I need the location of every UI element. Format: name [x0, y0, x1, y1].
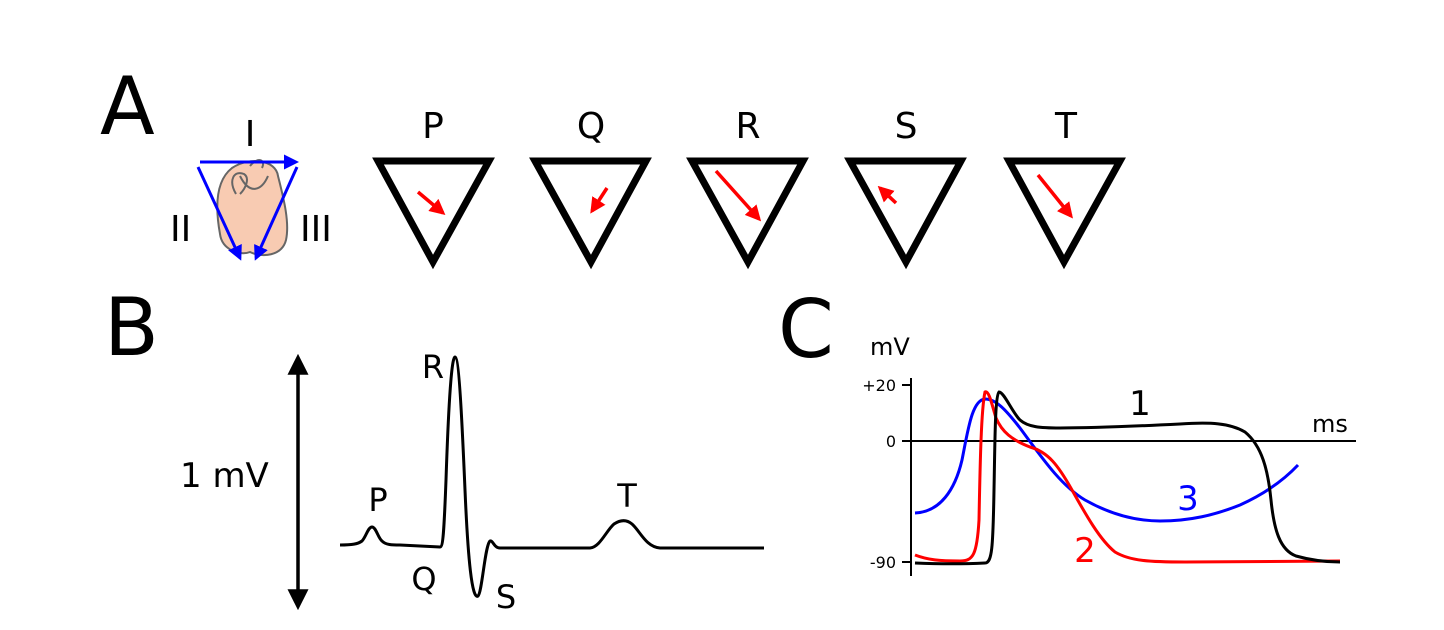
vector-t-label: T [1054, 106, 1078, 147]
vector-p-arrow [416, 190, 446, 216]
panel-c-letter: C [778, 283, 834, 376]
lead-ii-arrow [196, 166, 242, 261]
heart-vessel-icon [231, 159, 269, 195]
vector-s-label: S [895, 106, 918, 147]
wave-p-label: P [368, 481, 387, 519]
panel-b: B 1 mV P Q R S T [104, 281, 764, 616]
vector-t-arrow [1036, 173, 1073, 219]
action-potential-curve-1 [914, 390, 1341, 566]
lead-iii-arrow [254, 166, 299, 261]
wave-q-label: Q [411, 560, 436, 598]
einthoven-triangle: I II III [170, 114, 332, 261]
action-potential-curve-2 [914, 390, 1341, 564]
y-unit-label: mV [870, 333, 910, 361]
vector-p: P [372, 106, 495, 270]
lead-ii-label: II [170, 209, 191, 250]
curve-1-label: 1 [1129, 384, 1151, 424]
x-unit-label: ms [1312, 410, 1348, 438]
vector-q: Q [529, 106, 652, 270]
vector-s-triangle [844, 157, 967, 270]
vector-t-triangle [1003, 157, 1126, 270]
vector-q-triangle [529, 157, 652, 270]
vector-p-label: P [422, 106, 444, 147]
panel-b-letter: B [104, 281, 159, 374]
vector-r-arrow [714, 169, 762, 222]
vector-r-label: R [735, 106, 760, 147]
action-potential-curve-3 [914, 397, 1300, 523]
tick-zero-label: 0 [886, 432, 896, 451]
vector-p-triangle [372, 157, 495, 270]
vector-t: T [1003, 106, 1126, 270]
curve-2-label: 2 [1074, 531, 1096, 571]
curve-3-label: 3 [1177, 479, 1199, 519]
vector-s-arrow [877, 185, 898, 205]
panel-c: C mV +20 0 -90 ms 1 2 3 [778, 283, 1356, 576]
heart-icon [216, 160, 289, 257]
vector-r-triangle [686, 157, 809, 270]
lead-i-label: I [245, 114, 256, 155]
amplitude-scale-label: 1 mV [180, 456, 269, 496]
vector-q-arrow [590, 187, 609, 214]
vector-s: S [844, 106, 967, 270]
vector-r: R [686, 106, 809, 270]
panel-a-letter: A [100, 60, 155, 153]
tick-top-label: +20 [862, 376, 896, 395]
vector-q-label: Q [577, 106, 605, 147]
tick-bottom-label: -90 [870, 553, 896, 572]
lead-iii-label: III [300, 209, 332, 250]
panel-a: A I II III P Q R S [100, 60, 1126, 270]
ecg-trace [339, 355, 764, 598]
wave-s-label: S [496, 578, 516, 616]
wave-r-label: R [422, 348, 444, 386]
wave-t-label: T [616, 477, 637, 515]
